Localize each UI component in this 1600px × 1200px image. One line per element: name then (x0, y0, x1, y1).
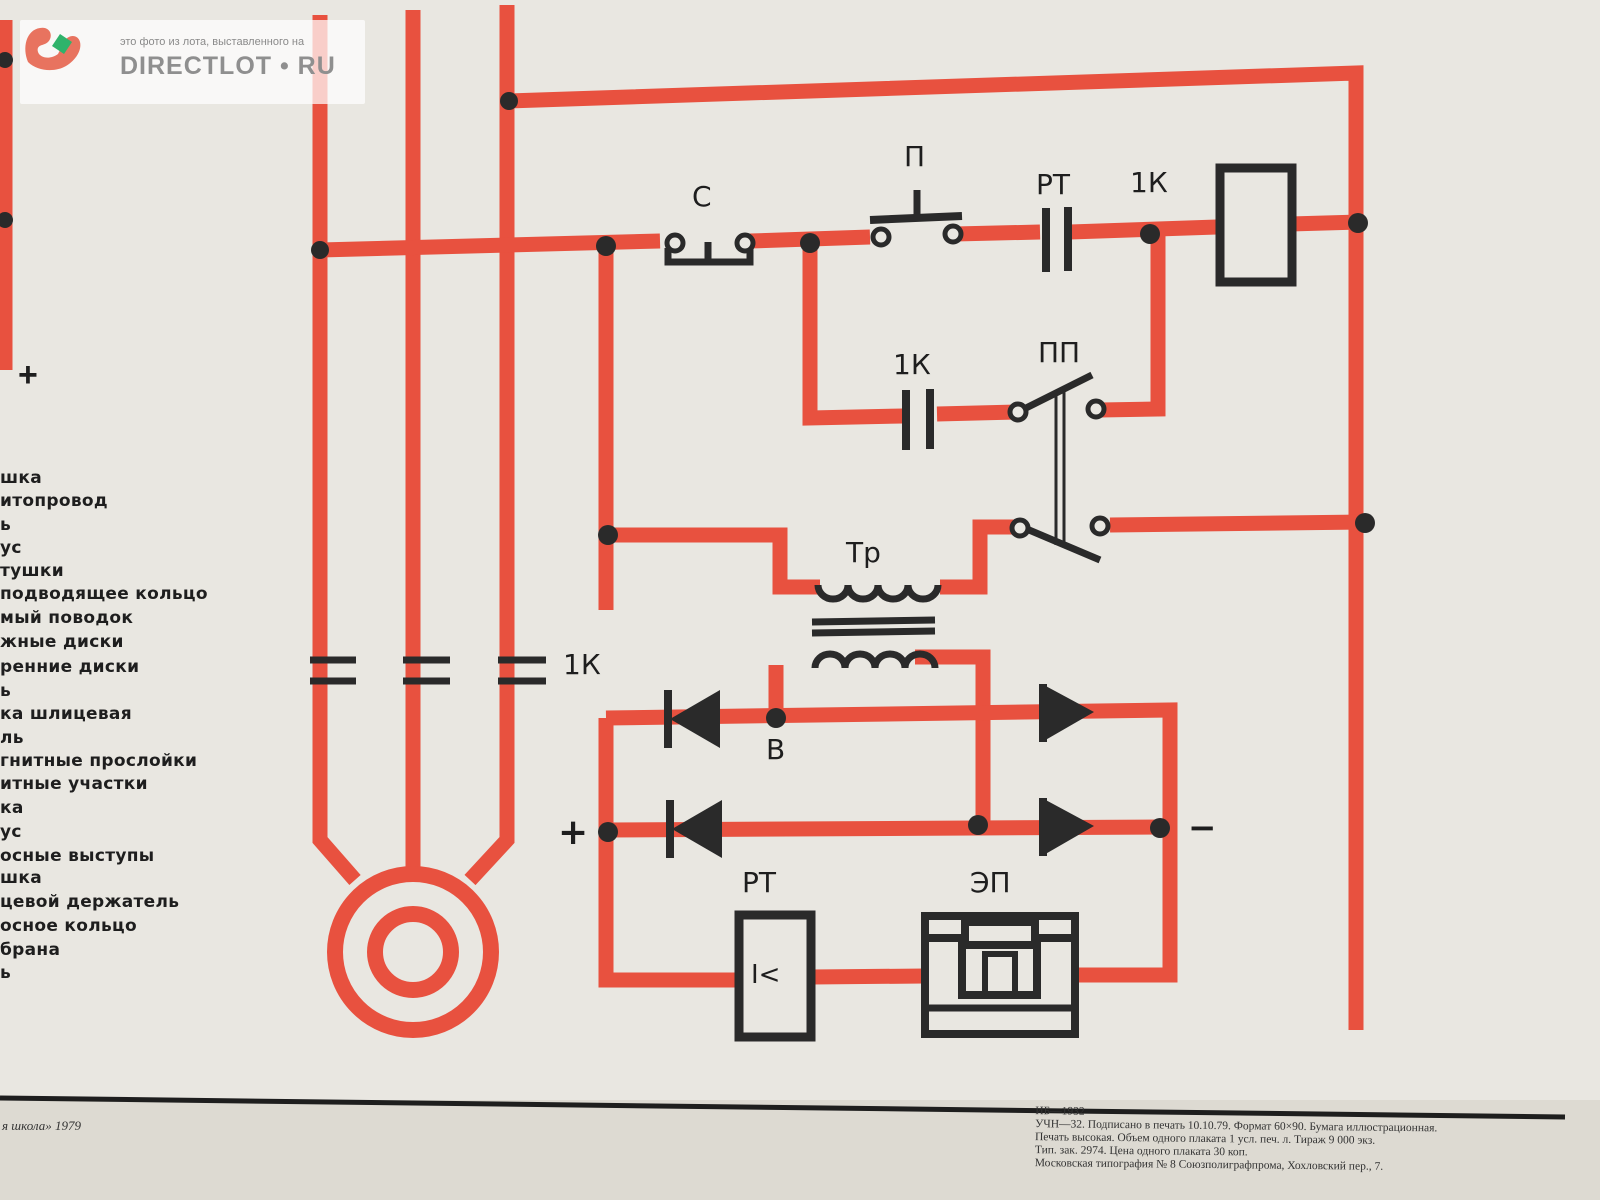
branch-to-transformer (606, 527, 820, 595)
legend-item: шка (0, 868, 42, 888)
legend-plus: + (18, 356, 38, 394)
supply-line-1 (312, 15, 361, 885)
legend-item: ус (0, 822, 22, 842)
bridge-left (598, 718, 735, 988)
switch-pp-symbol (1007, 371, 1111, 564)
control-wire-3 (954, 224, 1041, 242)
legend-item: гнитные прослойки (0, 751, 198, 771)
label-clutch-ep: ЭП (970, 866, 1011, 899)
legend-item: ка (0, 798, 24, 818)
legend-item: шка (0, 468, 42, 488)
transformer-right (940, 519, 1018, 595)
publisher-line: я школа» 1979 (2, 1118, 81, 1133)
label-transformer: Тр (846, 536, 881, 569)
bridge-top (605, 702, 1178, 983)
switch-c-symbol (664, 232, 756, 266)
legend-item: ус (0, 538, 22, 558)
label-contact-1k-top: 1К (1130, 166, 1168, 199)
label-bridge-b: В (766, 733, 786, 766)
rt-to-ep (811, 968, 926, 985)
label-switch-pp: ПП (1038, 336, 1081, 369)
legend-item: осные выступы (0, 846, 155, 866)
legend-item: ь (0, 681, 12, 701)
label-relay-rt-top: РТ (1036, 168, 1070, 201)
footer-rule (0, 1095, 1566, 1120)
legend-item: цевой держатель (0, 892, 180, 912)
legend-item: итные участки (0, 774, 148, 794)
relay-rt-contact (1042, 207, 1072, 272)
hold-loop-mid (936, 404, 1019, 422)
pp-lower-wire (1109, 514, 1366, 533)
label-contact-1k-mid: 1К (893, 348, 931, 381)
label-switch-c: С (692, 180, 712, 213)
top-wire (506, 65, 1364, 1030)
transformer-symbol (811, 584, 942, 669)
motor-contacts (310, 656, 546, 685)
legend-item: итопровод (0, 491, 108, 511)
coil-1k (1215, 163, 1297, 287)
label-motor-contacts: 1К (563, 648, 601, 681)
button-p-symbol (869, 190, 964, 248)
contact-1k-hold (902, 389, 934, 450)
label-plus: + (558, 812, 589, 853)
imprint-block: ИБ—1932 УЧН—32. Подписано в печать 10.10… (1035, 1105, 1576, 1176)
legend-item: подводящее кольцо (0, 584, 208, 604)
motor (327, 866, 499, 1038)
label-relay-symbol: I< (751, 960, 781, 990)
supply-line-3 (464, 5, 515, 886)
squirrel-logo-icon (25, 27, 81, 71)
watermark-brand: DIRECTLOT • RU (120, 52, 336, 80)
watermark: это фото из лота, выставленного на DIREC… (20, 20, 365, 104)
label-button-p: П (904, 140, 926, 173)
relay-rt-coil (734, 910, 816, 1042)
legend-item: ь (0, 963, 12, 983)
junction-dots (0, 52, 1375, 842)
hold-loop-right (1099, 234, 1166, 418)
label-relay-rt-bottom: РТ (742, 866, 776, 899)
legend-item: жные диски (0, 632, 124, 652)
legend-item: осное кольцо (0, 916, 137, 936)
clutch-ep-symbol (921, 912, 1079, 1038)
diode-bridge (664, 684, 1094, 858)
legend-item: ренние диски (0, 657, 140, 677)
legend-item: ь (0, 515, 12, 535)
label-minus: − (1188, 808, 1217, 848)
legend-item: ль (0, 728, 24, 748)
legend-item: мый поводок (0, 608, 134, 628)
legend-item: ка шлицевая (0, 704, 132, 724)
watermark-subtitle: это фото из лота, выставленного на (120, 36, 305, 48)
legend-item: тушки (0, 561, 64, 581)
hold-loop-left (802, 243, 904, 426)
secondary-right (915, 649, 991, 825)
legend-item: брана (0, 940, 61, 960)
